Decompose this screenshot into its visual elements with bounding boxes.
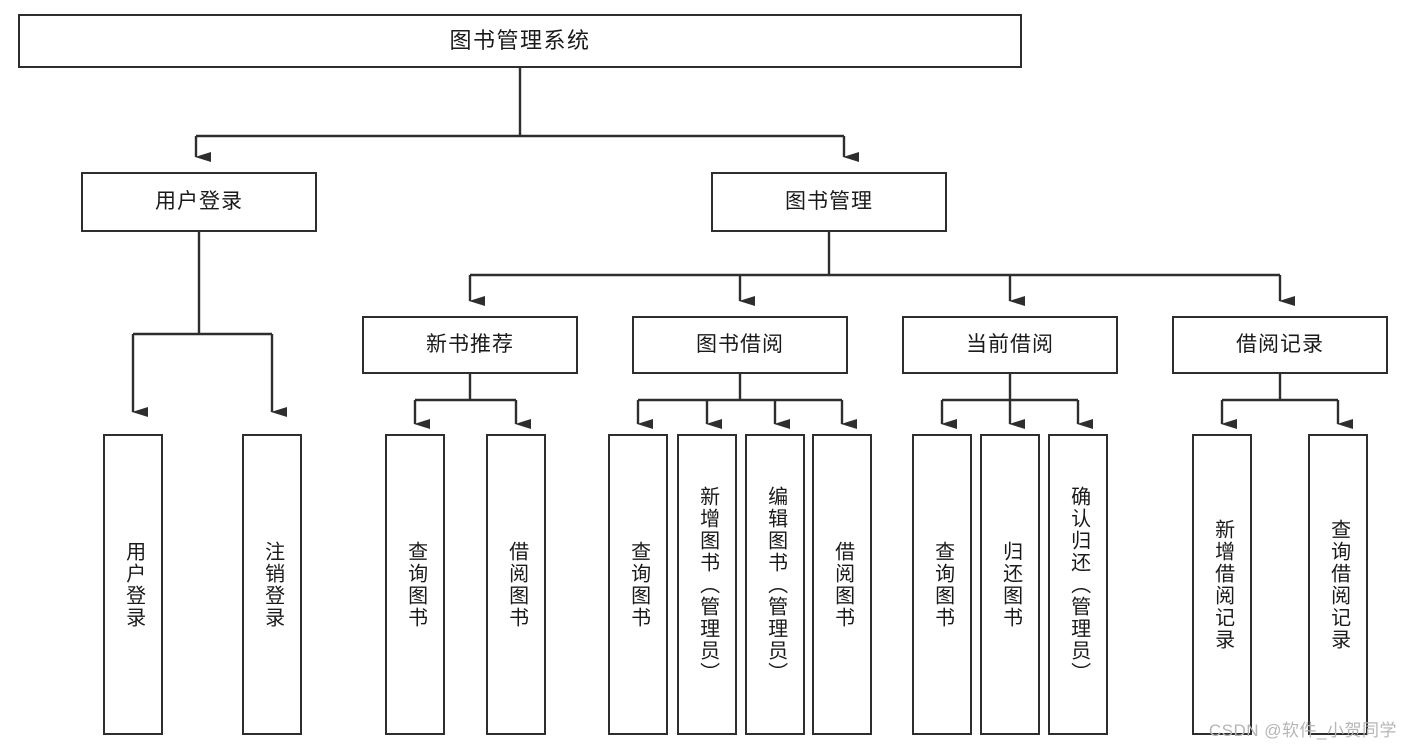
node-label: 注销登录 [261,540,284,629]
leaf-current-borrow-query-book[interactable]: 查询图书 [912,434,972,735]
node-label: 图书管理系统 [449,28,591,54]
leaf-user-login-login[interactable]: 用户登录 [103,434,163,735]
node-label: 查询借阅记录 [1327,518,1350,651]
node-label: 借阅记录 [1236,332,1324,356]
node-book-borrow[interactable]: 图书借阅 [632,316,848,374]
node-label: 查询图书 [931,540,954,629]
node-label: 借阅图书 [831,540,854,629]
leaf-borrow-record-query-record[interactable]: 查询借阅记录 [1308,434,1368,735]
node-current-borrow[interactable]: 当前借阅 [902,316,1118,374]
node-label: 图书借阅 [696,332,784,356]
node-root-book-management-system[interactable]: 图书管理系统 [18,14,1022,68]
node-label: 归还图书 [999,540,1022,629]
node-label: 查询图书 [627,540,650,629]
node-label: 确认归还（管理员） [1067,485,1090,684]
node-label: 查询图书 [404,540,427,629]
node-label: 新增图书（管理员） [696,485,719,684]
leaf-new-book-query-book[interactable]: 查询图书 [385,434,445,735]
node-label: 用户登录 [122,540,145,629]
node-label: 新增借阅记录 [1211,518,1234,651]
node-label: 编辑图书（管理员） [764,485,787,684]
leaf-current-borrow-return-book[interactable]: 归还图书 [980,434,1040,735]
leaf-book-borrow-add-book-admin[interactable]: 新增图书（管理员） [677,434,737,735]
node-label: 借阅图书 [505,540,528,629]
node-label: 当前借阅 [966,332,1054,356]
node-book-management[interactable]: 图书管理 [711,172,947,232]
node-label: 新书推荐 [426,332,514,356]
leaf-user-login-logout[interactable]: 注销登录 [242,434,302,735]
leaf-current-borrow-confirm-return-admin[interactable]: 确认归还（管理员） [1048,434,1108,735]
node-label: 图书管理 [785,189,873,213]
csdn-watermark: CSDN @软件_小贺同学 [1208,721,1397,740]
leaf-new-book-borrow-book[interactable]: 借阅图书 [486,434,546,735]
node-borrow-record[interactable]: 借阅记录 [1172,316,1388,374]
node-new-book-recommend[interactable]: 新书推荐 [362,316,578,374]
leaf-book-borrow-borrow-book[interactable]: 借阅图书 [812,434,872,735]
leaf-book-borrow-query-book[interactable]: 查询图书 [608,434,668,735]
leaf-book-borrow-edit-book-admin[interactable]: 编辑图书（管理员） [745,434,805,735]
node-user-login[interactable]: 用户登录 [81,172,317,232]
leaf-borrow-record-add-record[interactable]: 新增借阅记录 [1192,434,1252,735]
node-label: 用户登录 [155,189,243,213]
